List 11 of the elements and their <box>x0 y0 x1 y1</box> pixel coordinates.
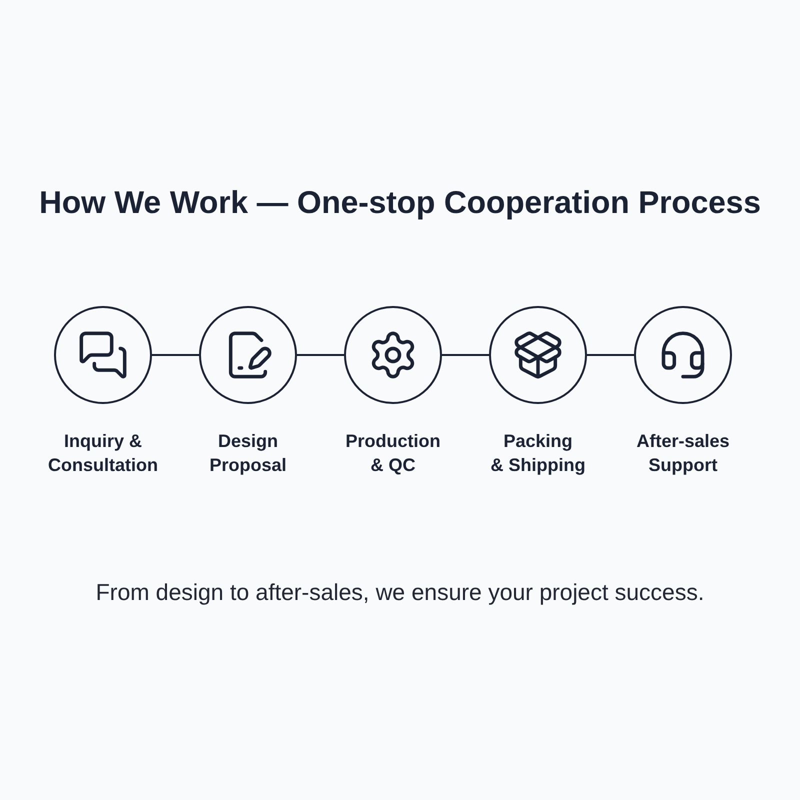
caption-text: From design to after-sales, we ensure your project success. <box>96 578 704 607</box>
diagram-title: How We Work — One-stop Cooperation Process <box>39 183 761 221</box>
connector-line <box>587 354 634 356</box>
step-label: Inquiry & Consultation <box>47 430 159 477</box>
connector-line <box>297 354 344 356</box>
step-label: After-sales Support <box>635 430 731 477</box>
connector-line <box>442 354 489 356</box>
step-label: Production & QC <box>346 430 440 477</box>
step-label: Design Proposal <box>208 430 288 477</box>
connector-line <box>152 354 199 356</box>
step-label: Packing & Shipping <box>490 430 586 477</box>
